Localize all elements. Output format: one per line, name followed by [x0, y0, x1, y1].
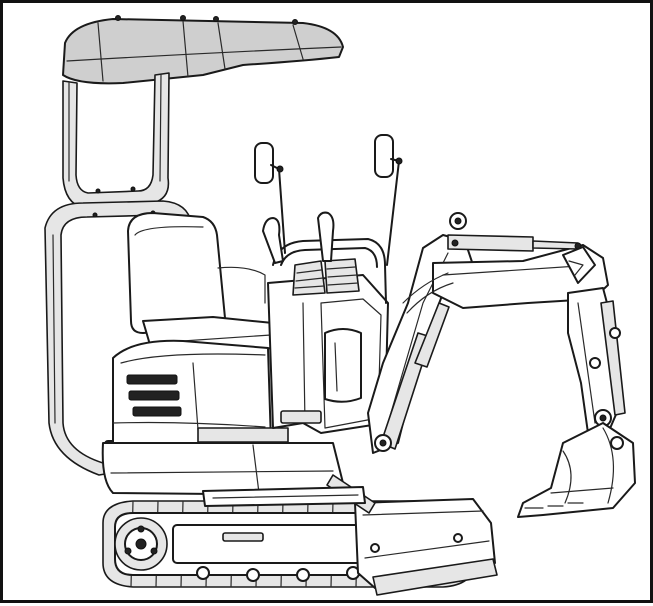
bucket: [517, 422, 636, 518]
mini-excavator-illustration: [44, 15, 636, 596]
control-tower: [254, 134, 403, 434]
dozer-blade: [326, 474, 498, 596]
slew-ring: [202, 486, 366, 507]
upper-frame: [101, 442, 344, 496]
engine-hood: [112, 339, 289, 449]
canopy-roof: [62, 15, 344, 85]
canopy-front-post: [62, 72, 170, 209]
operator-seat: [127, 212, 276, 356]
arm: [402, 234, 626, 434]
